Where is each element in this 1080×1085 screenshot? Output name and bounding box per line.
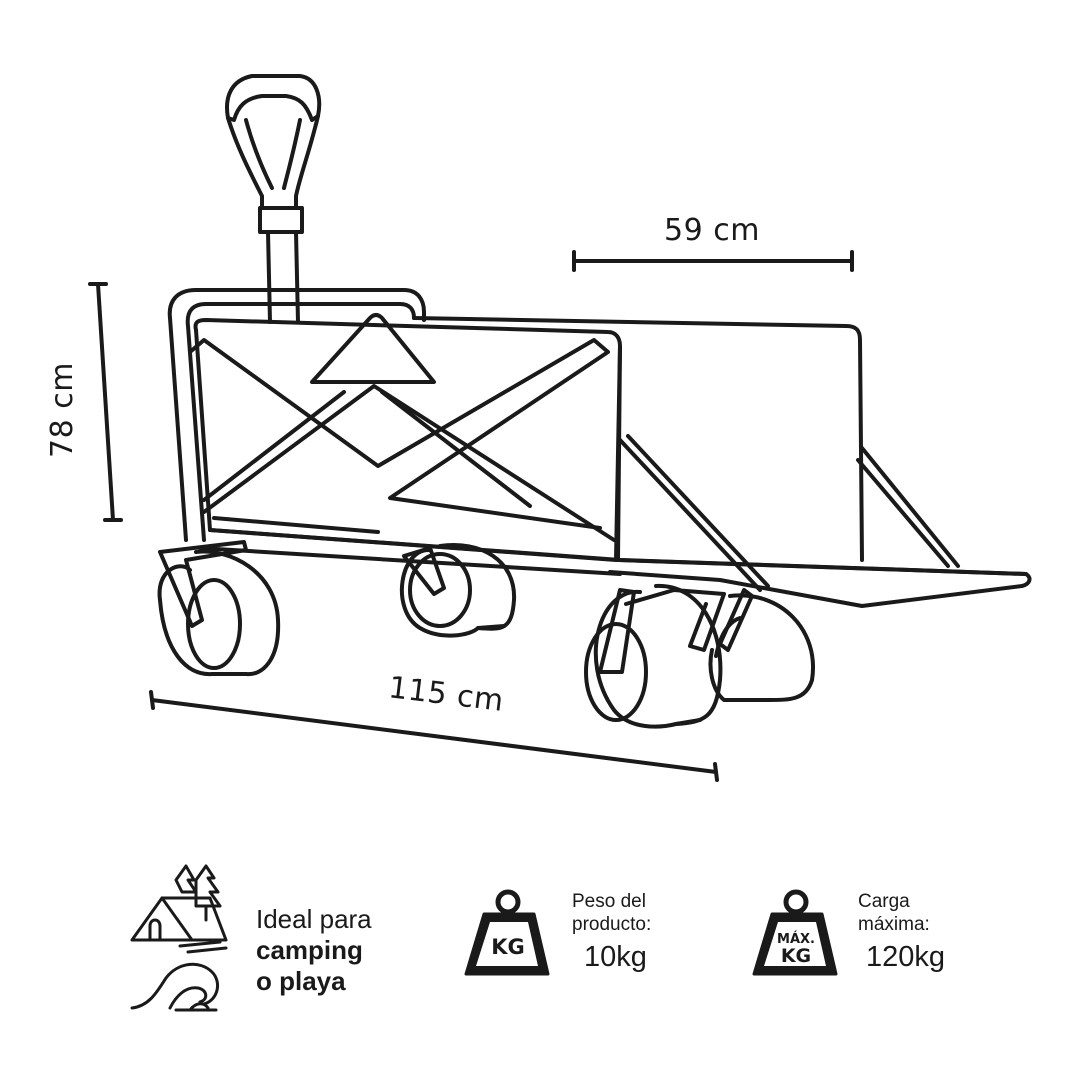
weight-label-line-1: Peso del — [572, 891, 646, 912]
wheel-rear-left — [399, 543, 517, 638]
wagon-front-panel — [188, 313, 622, 562]
wheel-rear-right — [708, 588, 816, 702]
max-load-feature-text: Carga máxima: 120kg — [858, 890, 945, 974]
max-load-label-line-1: Carga — [858, 891, 910, 912]
max-load-kg-icon — [752, 889, 838, 976]
height-label: 78 cm — [45, 362, 80, 458]
max-load-icon-text-top: MÁX. — [777, 931, 815, 947]
weight-label-line-2: producto: — [572, 914, 652, 935]
dimension-line-length — [149, 690, 719, 782]
length-label: 115 cm — [387, 670, 506, 719]
use-line-2: camping — [256, 935, 363, 965]
wheel-front-left — [157, 540, 281, 677]
use-line-1: Ideal para — [256, 904, 372, 934]
wagon-side-panel — [412, 316, 1028, 592]
weight-feature-text: Peso del producto: 10kg — [572, 890, 651, 974]
max-load-label-line-2: máxima: — [858, 914, 930, 935]
wave-icon — [130, 962, 220, 1012]
weight-icon-text: KG — [491, 935, 525, 959]
use-feature-text: Ideal para camping o playa — [256, 904, 372, 997]
dimension-line-width — [572, 250, 854, 272]
weight-kg-icon — [464, 889, 550, 976]
width-label: 59 cm — [664, 213, 760, 248]
camping-tent-icon — [130, 864, 228, 954]
weight-value: 10kg — [584, 941, 647, 973]
wagon-handle — [225, 74, 322, 324]
use-line-3: o playa — [256, 966, 346, 996]
max-load-icon-text: KG — [781, 945, 811, 967]
wheel-front-right — [584, 583, 726, 729]
wagon-frame — [167, 288, 426, 542]
max-load-value: 120kg — [866, 941, 946, 973]
dimension-line-height — [88, 282, 123, 522]
